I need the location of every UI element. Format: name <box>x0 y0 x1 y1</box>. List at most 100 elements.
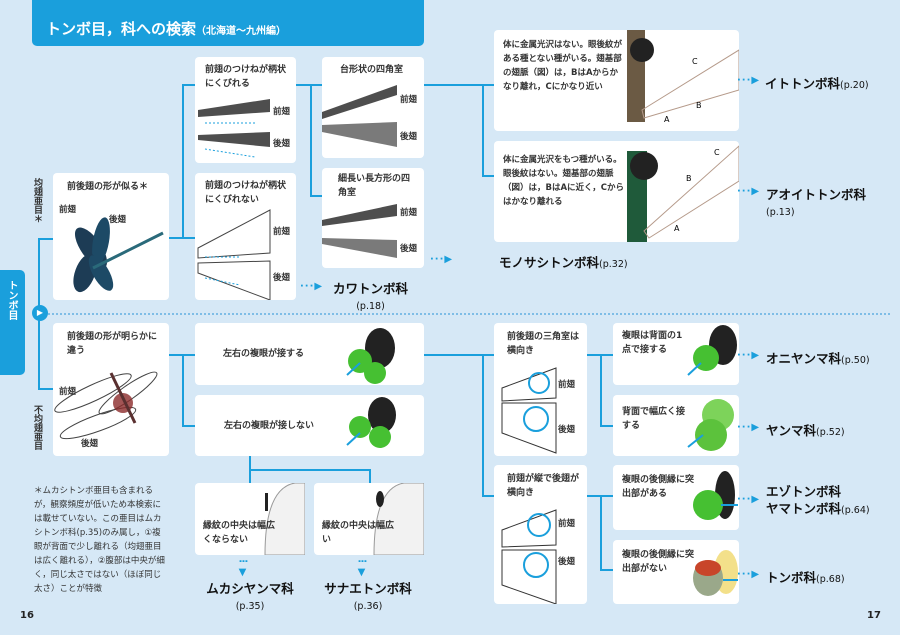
family-oniyanma[interactable]: オニヤンマ科(p.50) <box>766 351 870 366</box>
key-box-stigma-narrow: 縁紋の中央は幅広くならない <box>195 483 305 555</box>
key-text: 縁紋の中央は幅広い <box>322 521 395 545</box>
label-hindwing: 後翅 <box>558 557 576 567</box>
wing-illustration <box>501 367 557 454</box>
arrow-icon: ···▶ <box>737 422 761 433</box>
connector <box>369 469 371 483</box>
key-text: 複眼の後側縁に突出部がある <box>622 475 695 499</box>
key-text: 前翅のつけねが柄状にくびれる <box>205 65 287 89</box>
arrow-icon: ···▶ <box>430 254 454 265</box>
label-forewing: 前翅 <box>273 107 291 117</box>
wing-photo: A B C <box>627 145 739 242</box>
svg-text:B: B <box>686 174 692 183</box>
label-hindwing: 後翅 <box>273 273 291 283</box>
title-sub: （北海道〜九州編） <box>196 26 287 37</box>
key-box-stalked: 前翅のつけねが柄状にくびれる 前翅 後翅 <box>195 57 296 163</box>
key-box-rectangle: 細長い長方形の四角室 前翅 後翅 <box>322 168 424 268</box>
svg-text:C: C <box>692 57 698 66</box>
wing-illustration <box>501 509 557 604</box>
key-box-ito: 体に金属光沢はない。眼後紋がある種とない種がいる。翅基部の翅脈（図）は，BはAか… <box>494 30 739 131</box>
family-sanae[interactable]: サナエトンボ科(p.36) <box>324 581 412 612</box>
key-box-protrusion-yes: 複眼の後側縁に突出部がある <box>613 465 739 530</box>
arrow-icon: ···▶ <box>737 186 761 197</box>
page-number-left: 16 <box>20 610 34 621</box>
svg-text:C: C <box>714 148 720 157</box>
family-monosashi[interactable]: モノサシトンボ科(p.32) <box>499 255 628 270</box>
key-box-eyes-touch: 左右の複眼が接する <box>195 323 424 385</box>
family-ito[interactable]: イトトンボ科(p.20) <box>765 76 869 91</box>
connector <box>424 354 494 356</box>
arrow-icon: ···▶ <box>300 281 324 292</box>
connector <box>296 84 322 86</box>
eye-illustration <box>693 471 738 520</box>
key-box-aoito: 体に金属光沢をもつ種がいる。眼後紋はない。翅基部の翅脈（図）は，BはAに近く，C… <box>494 141 739 242</box>
label-hindwing: 後翅 <box>273 139 291 149</box>
key-text: 台形状の四角室 <box>340 65 404 75</box>
key-text: 前翅が縦で後翅が横向き <box>507 474 580 498</box>
svg-text:B: B <box>696 101 702 110</box>
suborder-zygoptera: 均翅亜目＊ <box>32 178 42 223</box>
label-forewing: 前翅 <box>558 519 576 529</box>
key-text: 左右の複眼が接する <box>223 349 305 359</box>
page-number-right: 17 <box>867 610 881 621</box>
connector <box>482 495 494 497</box>
connector <box>38 388 53 390</box>
arrow-icon: ···▶ <box>737 569 761 580</box>
side-tab: トンボ目 <box>0 270 25 375</box>
connector <box>600 495 602 570</box>
page-title: トンボ目，科への検索（北海道〜九州編） <box>32 0 424 46</box>
key-box-protrusion-no: 複眼の後側縁に突出部がない <box>613 540 739 604</box>
arrow-icon: ⋮▼ <box>356 556 367 579</box>
connector <box>310 195 322 197</box>
key-box-touch-wide: 背面で幅広く接する <box>613 395 739 456</box>
connector <box>482 84 494 86</box>
family-yanma[interactable]: ヤンマ科(p.52) <box>766 423 845 438</box>
family-aoito[interactable]: アオイトトンボ科(p.13) <box>766 187 867 218</box>
label-hindwing: 後翅 <box>400 132 418 142</box>
key-text: 複眼の後側縁に突出部がない <box>622 550 695 574</box>
wing-illustration <box>373 483 424 555</box>
connector <box>424 84 494 86</box>
key-text: 体に金属光沢をもつ種がいる。眼後紋はない。翅基部の翅脈（図）は，BはAに近く，C… <box>503 155 625 207</box>
connector <box>38 238 53 240</box>
title-main: トンボ目，科への検索 <box>46 20 197 38</box>
key-box-zygoptera: 前後翅の形が似る＊ 前翅 後翅 <box>53 173 169 300</box>
label-forewing: 前翅 <box>273 227 291 237</box>
key-box-triangle-horizontal: 前後翅の三角室は横向き 前翅 後翅 <box>494 323 587 456</box>
key-box-eyes-apart: 左右の複眼が接しない <box>195 395 424 456</box>
key-text: 前翅のつけねが柄状にくびれない <box>205 181 287 205</box>
key-text: 左右の複眼が接しない <box>224 421 315 431</box>
key-text: 前後翅の三角室は横向き <box>507 332 580 356</box>
vein-label: A <box>664 115 670 124</box>
divider <box>45 313 890 315</box>
label-hindwing: 後翅 <box>81 439 99 449</box>
label-forewing: 前翅 <box>59 387 77 397</box>
damselfly-illustration <box>73 217 164 293</box>
eye-illustration <box>693 550 738 596</box>
connector <box>600 569 613 571</box>
connector <box>169 237 195 239</box>
key-text: 複眼は背面の1点で接する <box>622 331 683 355</box>
family-ezo-yama[interactable]: エゾトンボ科ヤマトンボ科(p.64) <box>766 484 870 516</box>
eye-illustration <box>687 399 734 451</box>
play-icon: ▶ <box>32 305 48 321</box>
key-text: 前後翅の形が似る＊ <box>67 182 149 192</box>
arrow-icon: ···▶ <box>737 494 761 505</box>
family-mukashiyanma[interactable]: ムカシヤンマ科(p.35) <box>206 581 294 612</box>
key-box-trapezoid: 台形状の四角室 前翅 後翅 <box>322 57 424 158</box>
key-text: 細長い長方形の四角室 <box>338 174 411 198</box>
family-kawa[interactable]: カワトンボ科(p.18) <box>333 281 409 312</box>
arrow-icon: ⋮▼ <box>237 556 248 579</box>
key-box-stigma-wide: 縁紋の中央は幅広い <box>314 483 424 555</box>
dragonfly-illustration <box>54 371 158 440</box>
label-hindwing: 後翅 <box>400 244 418 254</box>
connector <box>310 84 312 196</box>
connector <box>600 425 613 427</box>
connector <box>482 84 484 177</box>
svg-text:A: A <box>674 224 680 233</box>
connector <box>482 354 484 496</box>
label-forewing: 前翅 <box>400 208 418 218</box>
connector <box>482 175 494 177</box>
eye-illustration <box>346 328 395 384</box>
arrow-icon: ···▶ <box>737 75 761 86</box>
family-tombo[interactable]: トンボ科(p.68) <box>766 570 845 585</box>
